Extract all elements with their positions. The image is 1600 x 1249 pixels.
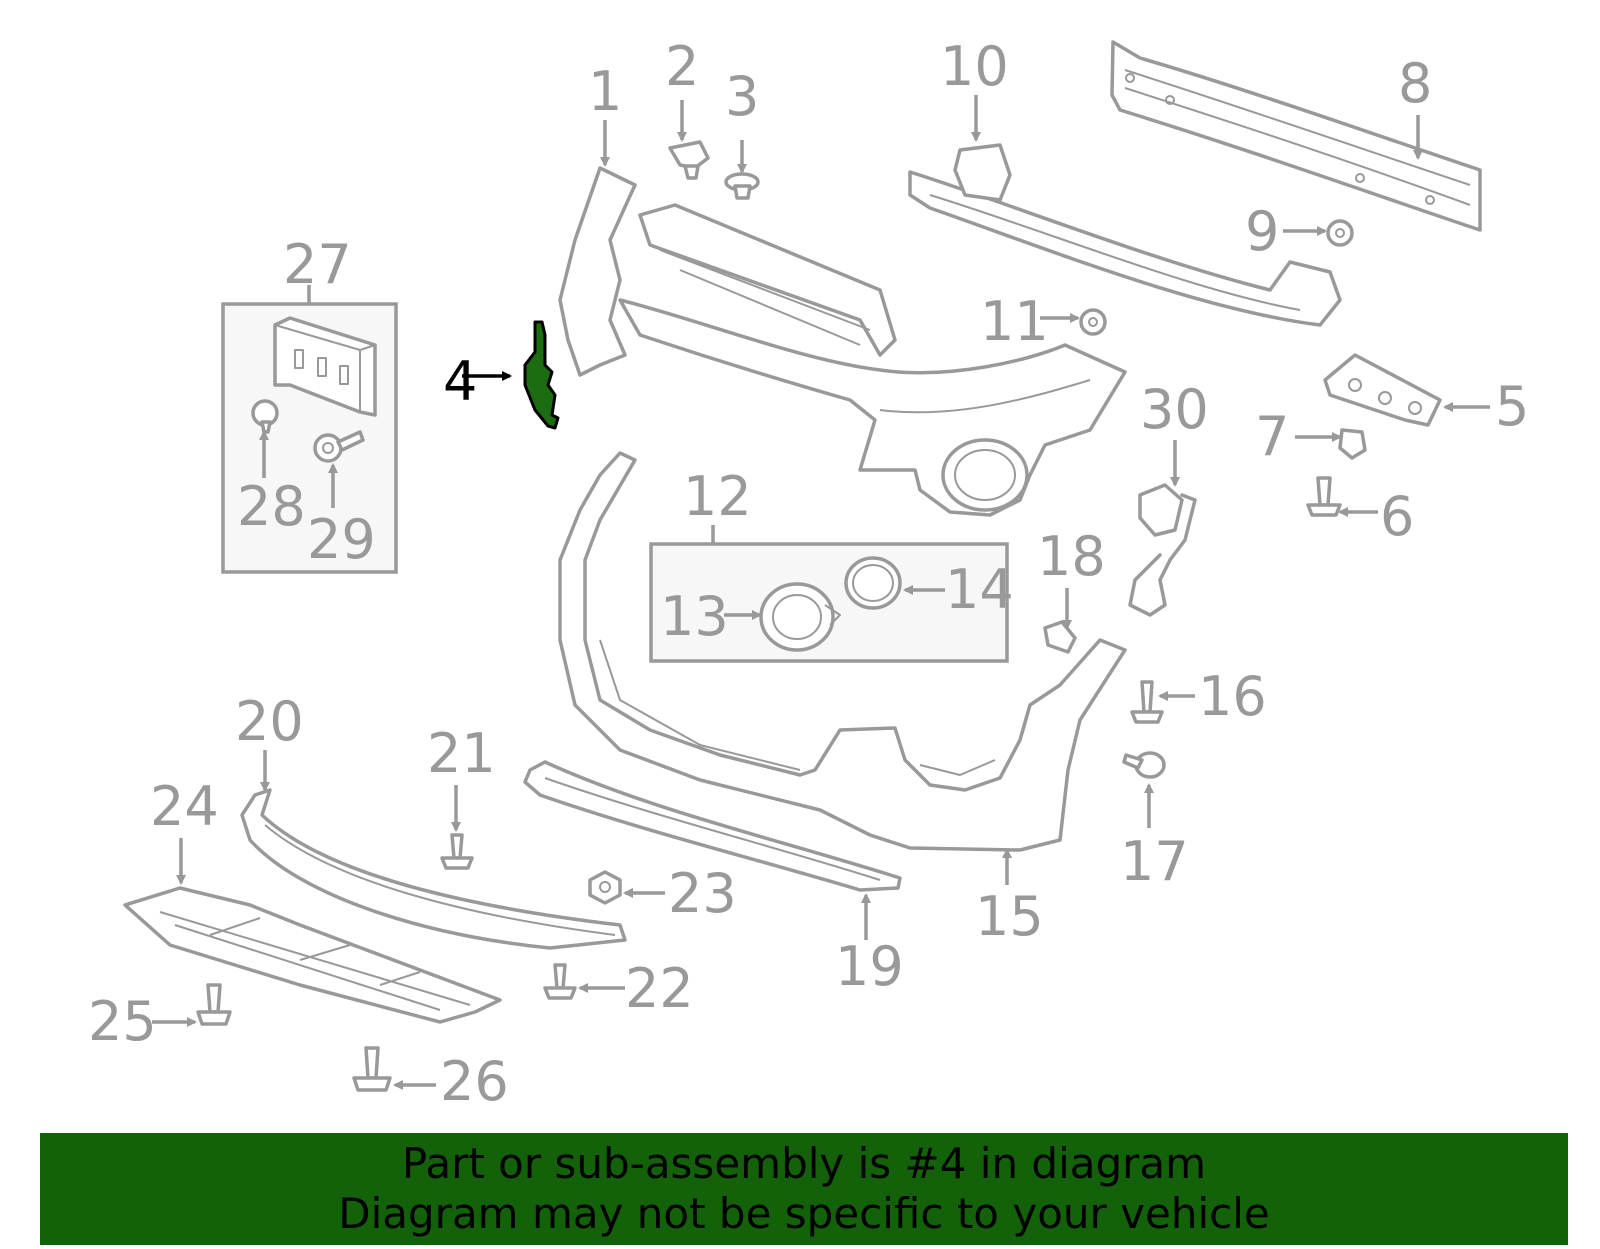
label-10: 10: [940, 35, 1009, 98]
part-26-bolt[interactable]: [352, 1046, 392, 1092]
part-11-clip[interactable]: [1079, 308, 1107, 336]
label-8: 8: [1398, 52, 1432, 115]
label-15: 15: [975, 885, 1044, 948]
label-11: 11: [980, 290, 1049, 353]
banner-line-1: Part or sub-assembly is #4 in diagram: [401, 1139, 1207, 1188]
label-4: 4: [443, 350, 477, 413]
label-13: 13: [660, 585, 729, 648]
part-30-harness[interactable]: [1128, 483, 1197, 617]
part-7-clip[interactable]: [1338, 428, 1367, 460]
label-22: 22: [625, 957, 694, 1020]
label-25: 25: [88, 990, 157, 1053]
label-26: 26: [440, 1050, 509, 1113]
part-24-splash-shield[interactable]: [123, 886, 502, 1024]
label-17: 17: [1120, 830, 1189, 893]
part-8-reinforcement-beam[interactable]: [1110, 40, 1482, 232]
label-6: 6: [1380, 485, 1414, 548]
label-9: 9: [1245, 200, 1279, 263]
part-10-energy-absorber[interactable]: [908, 143, 1342, 327]
part-1-upper-cover[interactable]: [558, 166, 1127, 517]
banner-line-2: Diagram may not be specific to your vehi…: [338, 1189, 1270, 1238]
label-14: 14: [945, 558, 1014, 621]
part-15-lower-cover[interactable]: [558, 451, 1127, 852]
part-2-clip[interactable]: [668, 140, 710, 180]
part-14-ring[interactable]: [844, 556, 902, 610]
part-4-bracket-highlighted[interactable]: [523, 320, 560, 430]
part-21-bolt[interactable]: [440, 833, 474, 870]
label-23: 23: [668, 862, 737, 925]
label-16: 16: [1198, 665, 1267, 728]
label-29: 29: [307, 508, 376, 571]
part-19-lower-trim[interactable]: [523, 760, 902, 892]
part-6-bolt[interactable]: [1306, 476, 1342, 517]
part-23-nut[interactable]: [588, 870, 622, 905]
part-27-kit-box[interactable]: [221, 302, 398, 574]
label-27: 27: [283, 233, 352, 296]
info-banner: Part or sub-assembly is #4 in diagram Di…: [40, 1133, 1568, 1245]
part-9-clip[interactable]: [1326, 219, 1354, 247]
label-30: 30: [1140, 378, 1209, 441]
label-1: 1: [588, 60, 622, 123]
label-21: 21: [427, 722, 496, 785]
label-2: 2: [665, 35, 699, 98]
label-5: 5: [1495, 375, 1529, 438]
leader-arrows: [152, 95, 1490, 1090]
part-5-bracket[interactable]: [1323, 353, 1442, 427]
part-22-bolt[interactable]: [543, 963, 577, 1000]
part-number-labels: 1 2 3 4 5 6 7 8 9 10 11 12 13 14 15 16 1…: [88, 35, 1529, 1113]
part-25-bolt[interactable]: [196, 983, 232, 1026]
part-20-spoiler[interactable]: [240, 788, 627, 950]
label-24: 24: [150, 775, 219, 838]
label-12: 12: [683, 465, 752, 528]
label-20: 20: [235, 690, 304, 753]
label-3: 3: [725, 65, 759, 128]
label-18: 18: [1037, 525, 1106, 588]
part-16-push-pin[interactable]: [1130, 680, 1164, 724]
label-28: 28: [237, 475, 306, 538]
part-12-kit-box[interactable]: [649, 542, 1009, 663]
part-18-spacer[interactable]: [1043, 620, 1077, 654]
parts-diagram: 1 2 3 4 5 6 7 8 9 10 11 12 13 14 15 16 1…: [88, 35, 1529, 1113]
label-19: 19: [835, 935, 904, 998]
label-7: 7: [1255, 405, 1289, 468]
part-17-push-pin[interactable]: [1122, 751, 1166, 779]
part-29-bolt[interactable]: [313, 430, 365, 463]
part-3-clip[interactable]: [724, 172, 760, 200]
